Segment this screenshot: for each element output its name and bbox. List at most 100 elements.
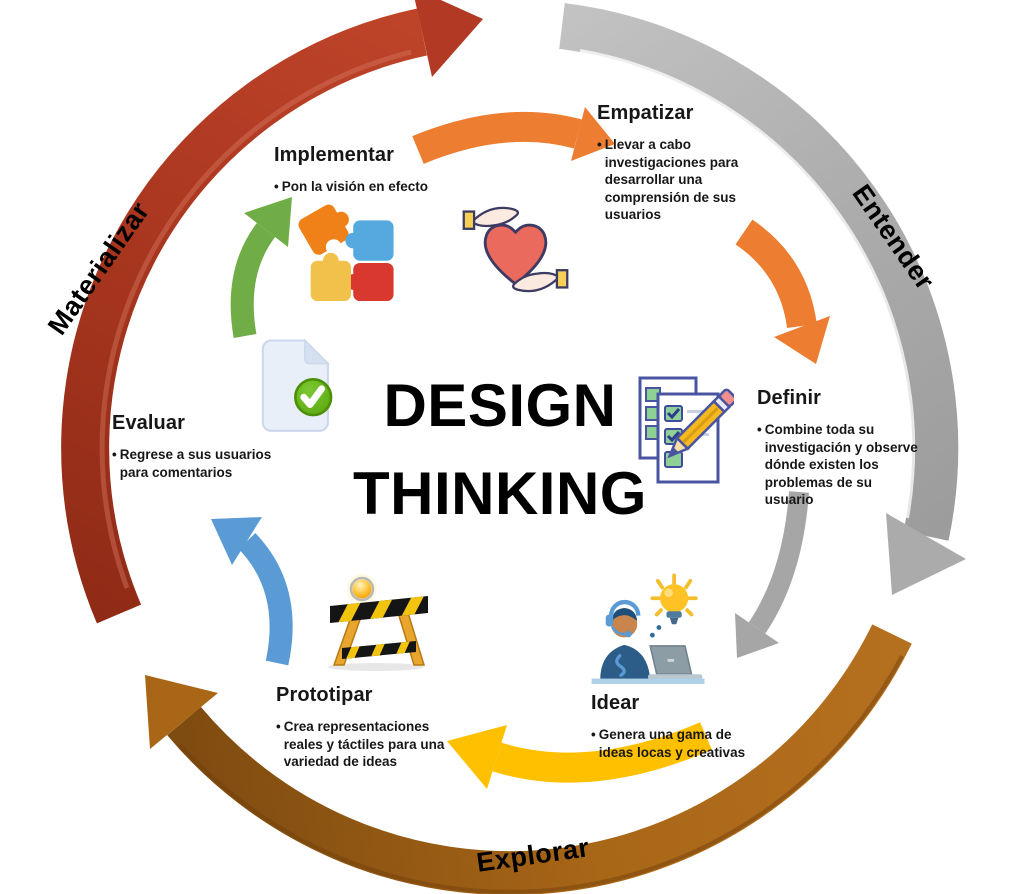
bullet-marker bbox=[276, 718, 284, 771]
stage-idear-bullet: Genera una gama de ideas locas y creativ… bbox=[598, 727, 746, 760]
arc-entender-band bbox=[559, 3, 959, 541]
arrow-shaft bbox=[735, 219, 817, 329]
stage-empatizar-bullet: Llevar a cabo investigaciones para desar… bbox=[604, 137, 739, 223]
puzzle-piece-red bbox=[345, 262, 394, 302]
stage-evaluar-bullet: Regrese a sus usuarios para comentarios bbox=[119, 447, 272, 480]
arrow-shaft bbox=[230, 223, 276, 338]
headset-band bbox=[608, 599, 641, 616]
pencil-stripe bbox=[682, 406, 719, 444]
stage-implementar-title: Implementar bbox=[274, 144, 395, 166]
construction-barrier-icon bbox=[312, 572, 447, 672]
heart-in-hands-icon bbox=[458, 192, 573, 307]
arc-materializar-band bbox=[61, 8, 427, 624]
heart-shape bbox=[483, 223, 548, 286]
arc-entender-shine bbox=[579, 49, 916, 519]
stage-prototipar-bullet: Crea representaciones reales y táctiles … bbox=[283, 719, 445, 770]
barrier-top-bar bbox=[330, 596, 428, 623]
body-detail bbox=[615, 654, 626, 677]
pencil-tip bbox=[669, 447, 679, 457]
bulb-rays bbox=[650, 573, 698, 617]
stage-implementar-bullet: Pon la visión en efecto bbox=[281, 179, 429, 194]
bullet-marker bbox=[597, 136, 605, 224]
arrow-head bbox=[735, 613, 779, 658]
cuff-bottom bbox=[555, 269, 569, 289]
arc-materializar bbox=[61, 0, 483, 624]
stage-idear: Idear Genera una gama de ideas locas y c… bbox=[591, 692, 766, 761]
text-line bbox=[687, 410, 709, 413]
title-line-2: THINKING bbox=[353, 460, 647, 527]
puzzle-piece-blue bbox=[345, 220, 394, 261]
hand-bottom bbox=[511, 271, 561, 293]
puzzle-pieces-icon bbox=[295, 198, 407, 310]
arc-materializar-arrowhead bbox=[414, 0, 483, 77]
bullet-marker bbox=[757, 421, 765, 509]
stage-evaluar: Evaluar Regrese a sus usuarios para come… bbox=[112, 412, 287, 481]
light-ring bbox=[349, 576, 375, 602]
table bbox=[591, 678, 705, 684]
arc-explorar-arrowhead bbox=[145, 675, 218, 749]
arrow-shaft bbox=[238, 533, 293, 666]
stage-empatizar-title: Empatizar bbox=[597, 102, 694, 124]
stage-prototipar: Prototipar Crea representaciones reales … bbox=[276, 684, 451, 771]
stage-definir-title: Definir bbox=[757, 387, 822, 409]
arrow-head bbox=[447, 725, 507, 789]
bulb-highlight bbox=[664, 588, 674, 598]
arc-entender-arrowhead bbox=[886, 513, 966, 595]
light-bulb bbox=[352, 579, 372, 599]
laptop-base bbox=[648, 674, 703, 680]
laptop-logo bbox=[667, 659, 675, 662]
arc-materializar-shine bbox=[99, 49, 412, 589]
bulb-base bbox=[666, 611, 682, 618]
spark-dot bbox=[649, 632, 655, 638]
page-fold bbox=[304, 338, 330, 365]
page-title: DESIGN THINKING bbox=[280, 362, 720, 538]
puzzle-piece-yellow bbox=[310, 252, 351, 302]
arrow-shaft bbox=[412, 111, 582, 164]
arc-entender bbox=[559, 3, 966, 595]
cuff-top bbox=[462, 210, 476, 230]
headset-mic bbox=[625, 630, 632, 638]
person-hair bbox=[612, 608, 638, 622]
pencil bbox=[667, 388, 734, 459]
arrow-head bbox=[774, 316, 830, 364]
barrier-shadow bbox=[328, 663, 424, 671]
arrow-evaluar-implementar bbox=[230, 197, 292, 338]
bullet-marker bbox=[112, 446, 120, 481]
stage-idear-title: Idear bbox=[591, 692, 640, 714]
puzzle-piece-orange bbox=[298, 204, 349, 255]
checkmark bbox=[666, 431, 681, 443]
bullet-marker bbox=[591, 726, 599, 761]
arc-explorar bbox=[145, 624, 912, 894]
bulb-glass bbox=[659, 584, 689, 613]
spark-dot bbox=[656, 625, 662, 630]
arrow-definir-idear bbox=[735, 491, 809, 658]
headset-earcup bbox=[605, 614, 614, 627]
hand-top bbox=[470, 206, 520, 228]
arrow-empatizar-definir bbox=[735, 219, 830, 364]
bulb-tip bbox=[669, 617, 679, 625]
stage-prototipar-title: Prototipar bbox=[276, 684, 373, 706]
arrow-prototipar-evaluar bbox=[211, 517, 293, 666]
stage-definir: Definir Combine toda su investigación y … bbox=[757, 387, 921, 509]
arrow-shaft bbox=[748, 491, 809, 634]
barrier-crossbar bbox=[342, 641, 416, 659]
stage-implementar: Implementar Pon la visión en efecto bbox=[274, 144, 484, 196]
bullet-marker bbox=[274, 178, 282, 196]
arc-explorar-band bbox=[167, 624, 912, 894]
person-body bbox=[600, 644, 651, 680]
checkmark bbox=[666, 408, 681, 420]
document-check-icon bbox=[246, 330, 351, 435]
check-mark bbox=[300, 385, 326, 408]
person-lightbulb-icon bbox=[585, 570, 710, 684]
arrow-idear-prototipar bbox=[447, 722, 712, 789]
stage-definir-bullet: Combine toda su investigación y observe … bbox=[764, 422, 918, 508]
stage-empatizar: Empatizar Llevar a cabo investigaciones … bbox=[597, 102, 765, 224]
arrow-shaft bbox=[492, 722, 712, 783]
stage-evaluar-title: Evaluar bbox=[112, 412, 185, 434]
title-line-1: DESIGN bbox=[383, 372, 617, 439]
arrow-head bbox=[211, 517, 262, 565]
arrow-head bbox=[244, 197, 292, 247]
arc-explorar-edge bbox=[178, 655, 904, 894]
